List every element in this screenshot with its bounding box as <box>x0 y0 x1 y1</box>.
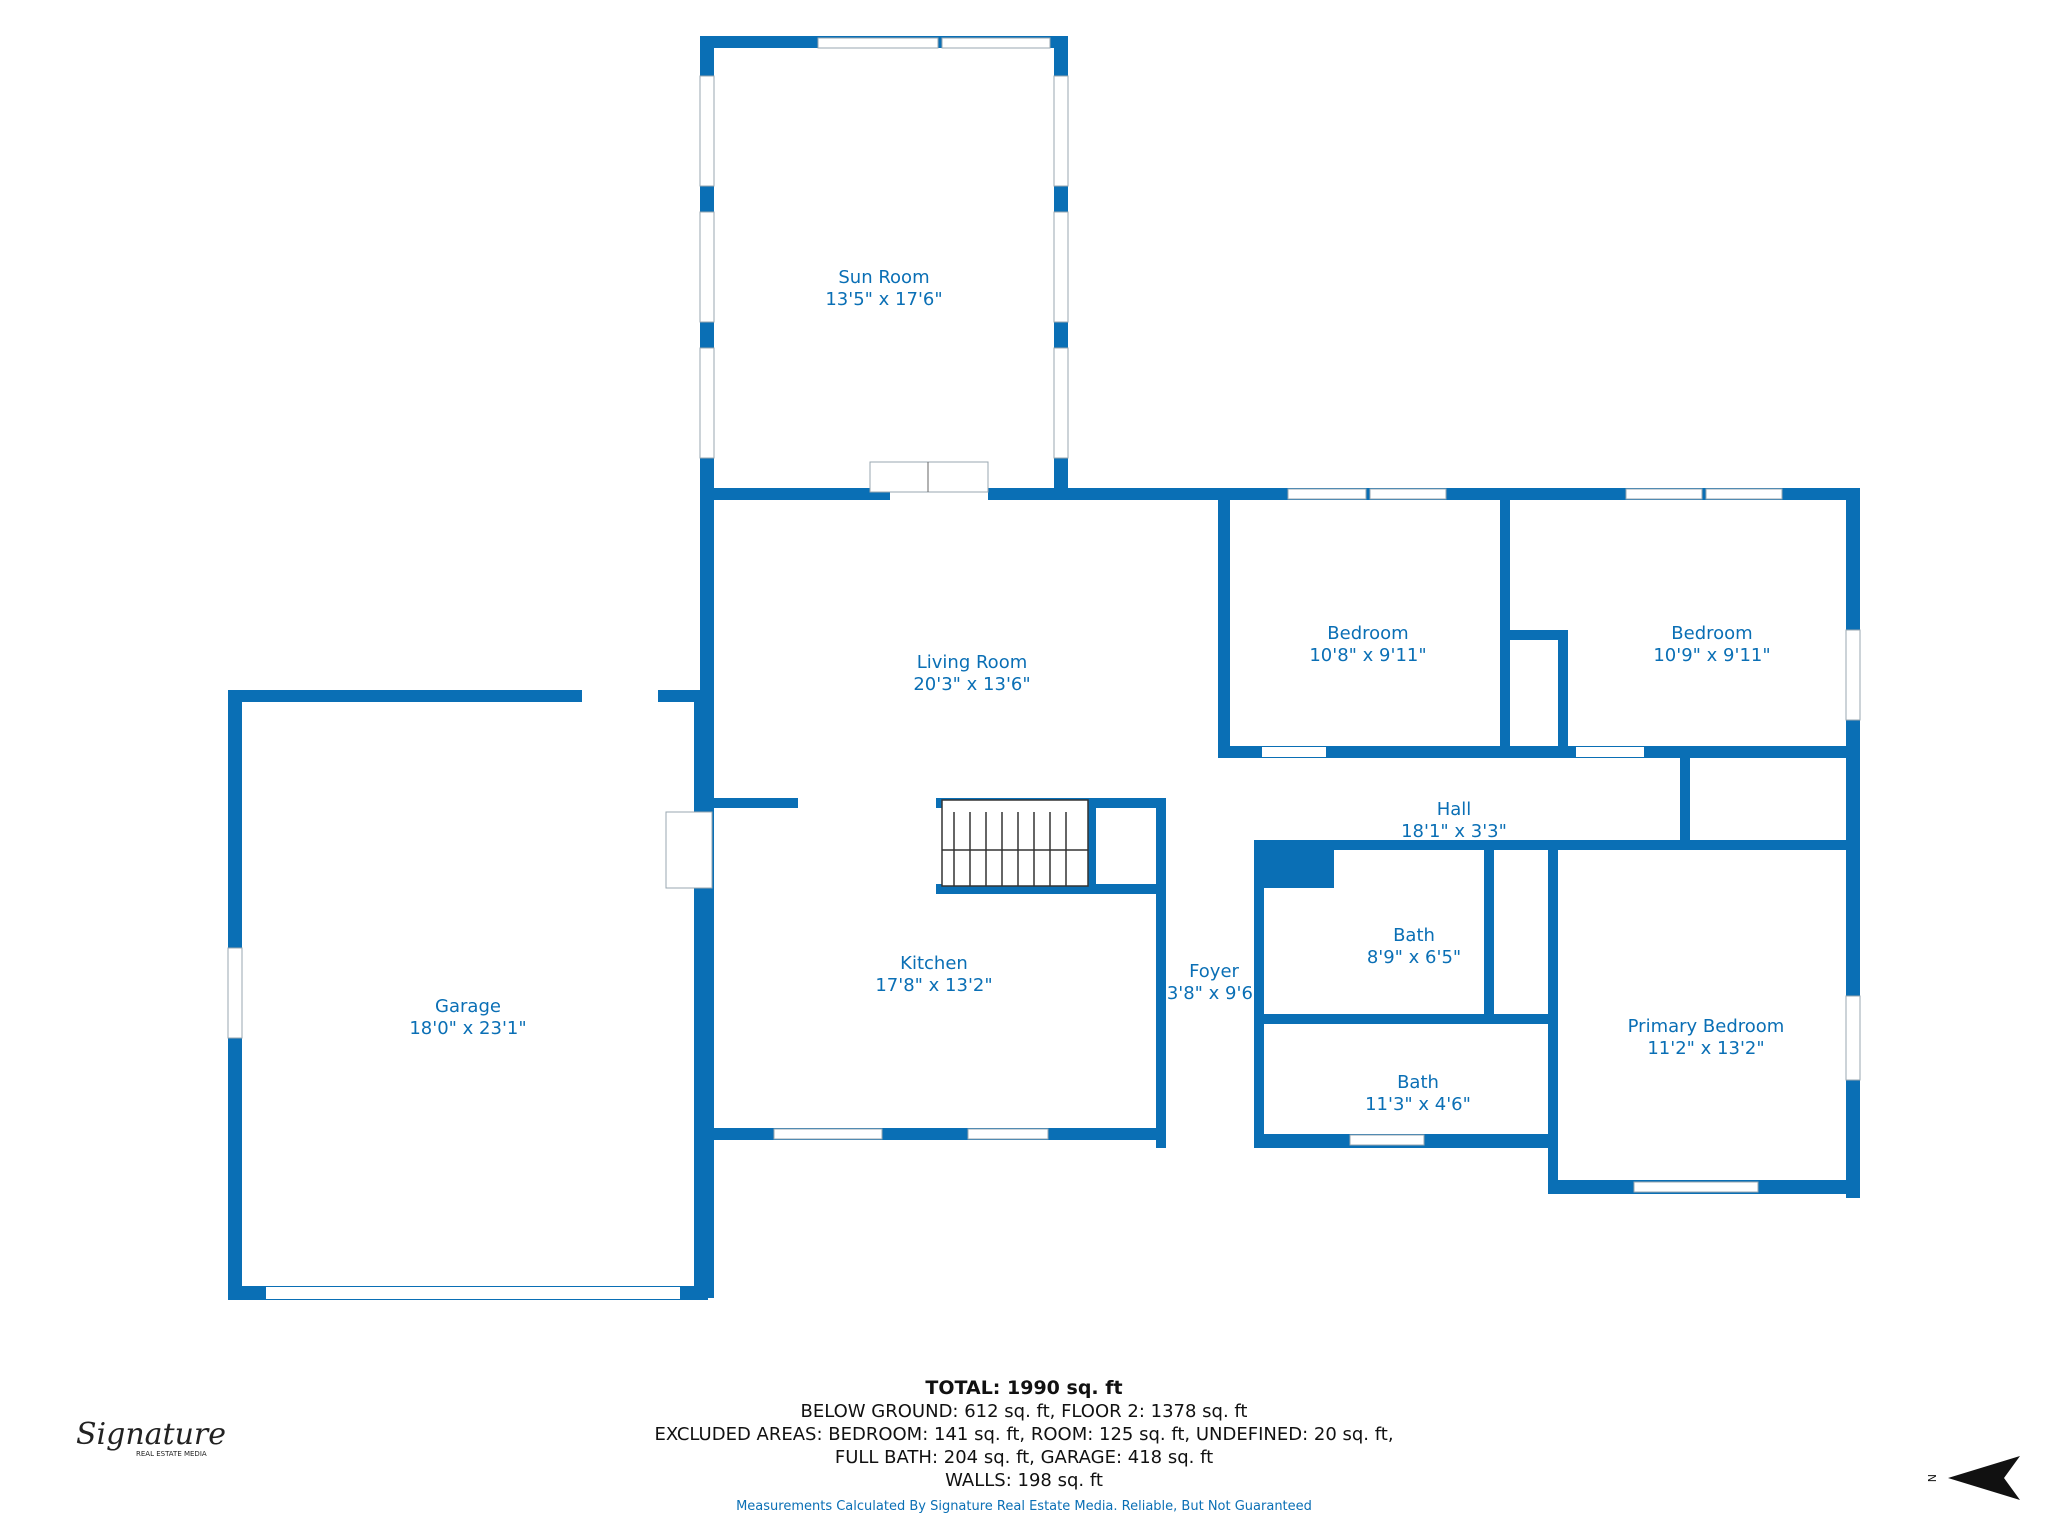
summary-line-2: EXCLUDED AREAS: BEDROOM: 141 sq. ft, ROO… <box>654 1424 1394 1445</box>
room-labels: Sun Room 13'5" x 17'6" Living Room 20'3"… <box>409 267 1784 1115</box>
total-area: TOTAL: 1990 sq. ft <box>925 1377 1123 1399</box>
kitchen-size: 17'8" x 13'2" <box>875 975 992 996</box>
kitchen-name: Kitchen <box>900 953 968 974</box>
foyer-size: 3'8" x 9'6" <box>1167 983 1261 1004</box>
hall-name: Hall <box>1437 799 1472 820</box>
staircase <box>941 799 1089 887</box>
living-room-name: Living Room <box>917 652 1028 673</box>
bedroom-1-name: Bedroom <box>1327 623 1408 644</box>
primary-bedroom-size: 11'2" x 13'2" <box>1647 1038 1764 1059</box>
garage-name: Garage <box>435 996 501 1017</box>
garage-size: 18'0" x 23'1" <box>409 1018 526 1039</box>
walls <box>228 36 1860 1300</box>
bath-2-name: Bath <box>1397 1072 1439 1093</box>
bath-1-name: Bath <box>1393 925 1435 946</box>
bedroom-2-size: 10'9" x 9'11" <box>1653 645 1770 666</box>
living-room-size: 20'3" x 13'6" <box>913 674 1030 695</box>
bedroom-2-name: Bedroom <box>1671 623 1752 644</box>
logo-subtext: REAL ESTATE MEDIA <box>136 1450 207 1458</box>
disclaimer: Measurements Calculated By Signature Rea… <box>736 1499 1312 1514</box>
signature-logo: Signature REAL ESTATE MEDIA <box>72 1400 226 1470</box>
bedroom-1-size: 10'8" x 9'11" <box>1309 645 1426 666</box>
logo-text: Signature <box>76 1417 226 1452</box>
primary-bedroom-name: Primary Bedroom <box>1628 1016 1785 1037</box>
north-arrow-icon: N <box>1920 1446 2030 1506</box>
summary-line-1: BELOW GROUND: 612 sq. ft, FLOOR 2: 1378 … <box>800 1401 1248 1422</box>
sun-room-name: Sun Room <box>838 267 929 288</box>
windows <box>227 37 1861 1299</box>
bath-1-size: 8'9" x 6'5" <box>1367 947 1461 968</box>
hall-size: 18'1" x 3'3" <box>1401 821 1507 842</box>
summary-line-3: FULL BATH: 204 sq. ft, GARAGE: 418 sq. f… <box>834 1447 1214 1468</box>
sun-room-size: 13'5" x 17'6" <box>825 289 942 310</box>
summary-line-4: WALLS: 198 sq. ft <box>945 1470 1103 1491</box>
compass-label: N <box>1925 1474 1938 1482</box>
doors <box>665 461 989 889</box>
bath-2-size: 11'3" x 4'6" <box>1365 1094 1471 1115</box>
foyer-name: Foyer <box>1189 961 1239 982</box>
